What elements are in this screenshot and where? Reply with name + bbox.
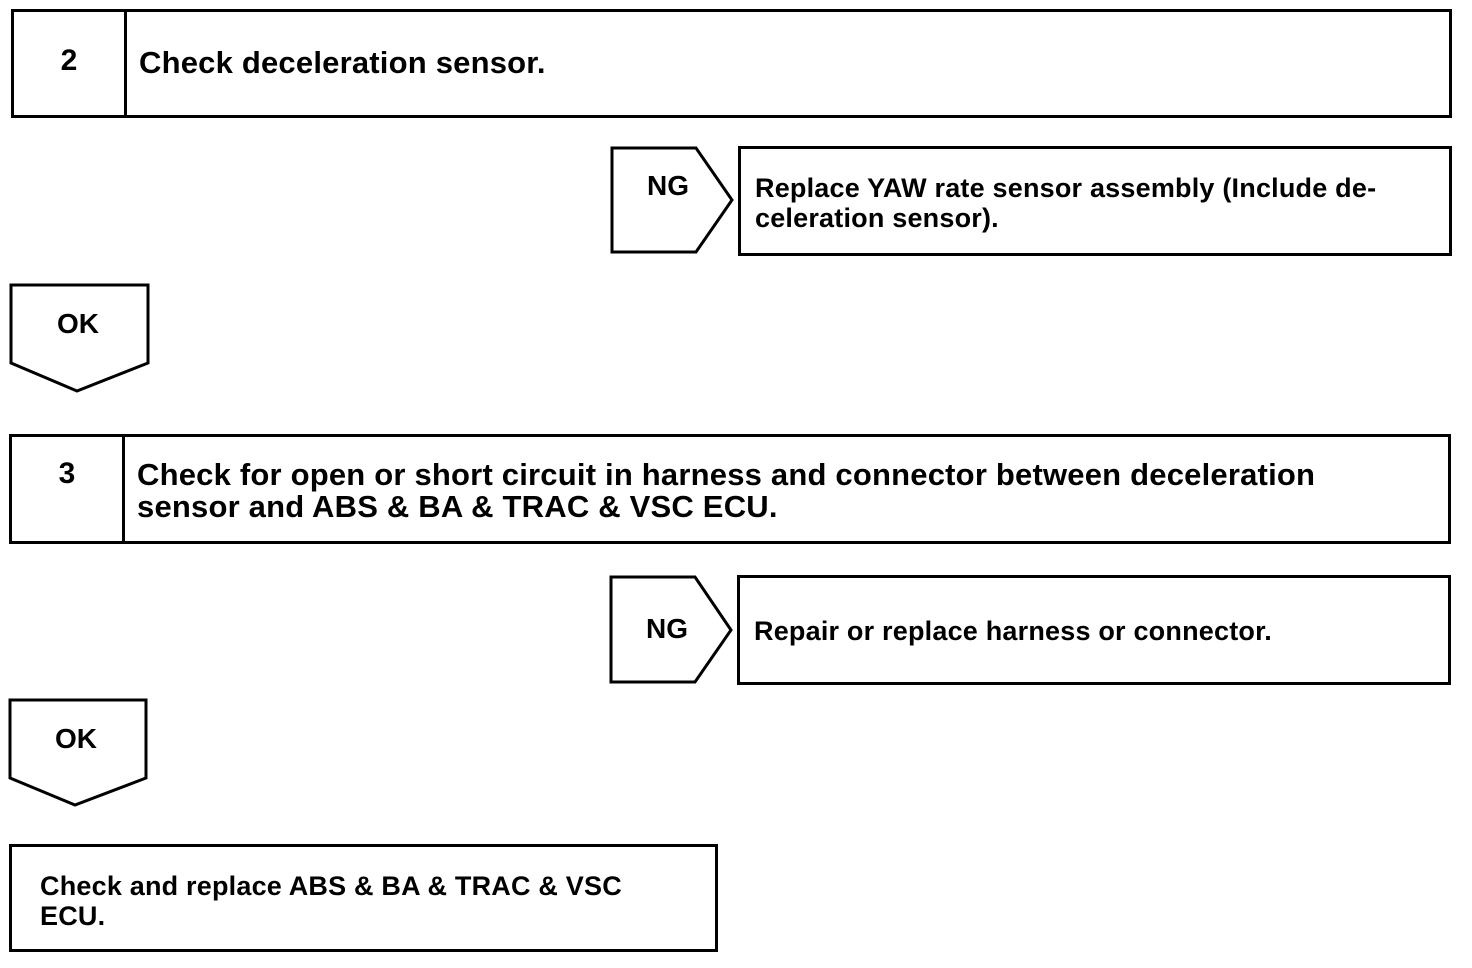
step-3-ok-label: OK: [55, 723, 97, 754]
final-action-box: Check and replace ABS & BA & TRAC & VSC …: [9, 844, 718, 952]
step-3-ng-result-text: Repair or replace harness or connector.: [754, 616, 1272, 646]
step-2-text: Check deceleration sensor.: [139, 45, 546, 80]
step-2-box: 2 Check deceleration sensor.: [11, 9, 1452, 118]
step-2-ng-result-line-2: celeration sensor).: [755, 203, 999, 233]
final-action-line-2: ECU.: [40, 901, 106, 931]
step-2-ng-arrow: NG: [610, 146, 736, 254]
step-3-ok-arrow: OK: [8, 698, 150, 808]
step-2-ok-label: OK: [57, 308, 99, 339]
step-3-ng-result-box: Repair or replace harness or connector.: [737, 575, 1451, 685]
final-action-line-1: Check and replace ABS & BA & TRAC & VSC: [40, 871, 622, 901]
step-3-number: 3: [12, 437, 125, 541]
step-3-text-line-1: Check for open or short circuit in harne…: [137, 457, 1316, 492]
step-2-ng-result-line-1: Replace YAW rate sensor assembly (Includ…: [755, 173, 1377, 203]
step-3-ng-label: NG: [646, 613, 688, 644]
step-3-text-line-2: sensor and ABS & BA & TRAC & VSC ECU.: [137, 489, 778, 524]
step-2-ok-arrow: OK: [9, 283, 151, 393]
step-3-ng-arrow: NG: [609, 575, 735, 685]
step-2-ng-label: NG: [647, 170, 689, 201]
step-2-number: 2: [14, 12, 127, 115]
step-2-ng-result-box: Replace YAW rate sensor assembly (Includ…: [738, 146, 1452, 256]
step-3-box: 3 Check for open or short circuit in har…: [9, 434, 1451, 544]
